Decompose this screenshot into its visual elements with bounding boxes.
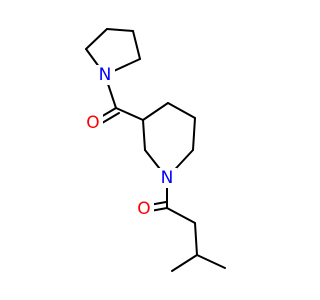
bond [171, 254, 198, 272]
pyrrolidine-ring [85, 28, 141, 76]
bond [142, 119, 146, 151]
atom-n-piperidine: N [157, 168, 177, 188]
bond [142, 102, 169, 121]
bond [194, 222, 198, 256]
bond [115, 107, 144, 121]
atom-o-bottom: O [134, 199, 154, 219]
bond [196, 254, 226, 269]
atom-label: N [99, 65, 112, 85]
bond [166, 207, 196, 224]
molecule-structure: N O N O [83, 28, 226, 272]
bottom-acyl-chain [143, 177, 226, 272]
bond [85, 28, 108, 50]
molecule-canvas: N O N O [83, 28, 226, 272]
atom-label: N [161, 168, 174, 188]
bond [106, 28, 134, 32]
atom-n-pyrrolidine: N [95, 65, 115, 85]
bond [132, 30, 141, 60]
bond [167, 102, 196, 119]
piperidine-ring [142, 102, 196, 179]
atom-label: O [137, 199, 150, 219]
atom-label: O [86, 113, 99, 133]
atom-o-top: O [83, 113, 103, 133]
bond [192, 117, 196, 151]
